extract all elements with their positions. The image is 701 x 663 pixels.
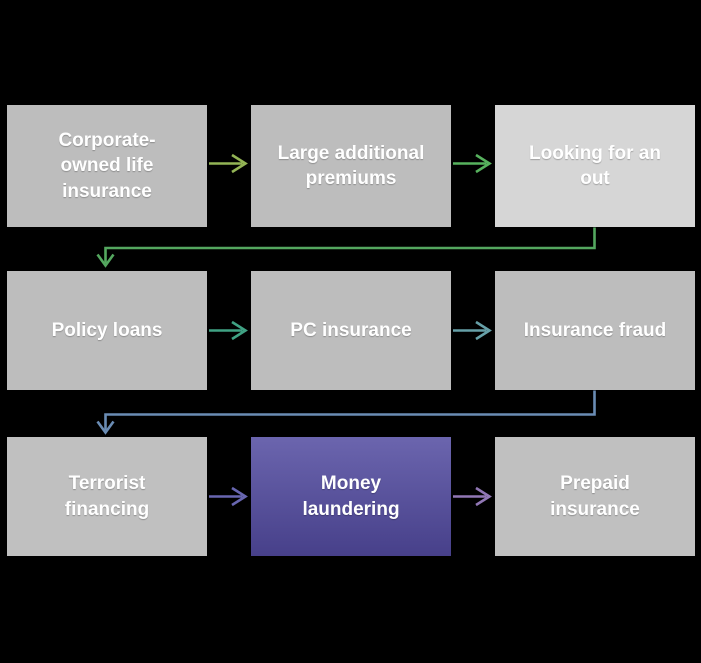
arrow-head [231,153,248,174]
flow-box-terrorist-financing[interactable]: Terrorist financing [7,437,207,556]
flow-box-label: Policy loans [51,319,163,341]
arrow-head [475,486,492,507]
connector-line [104,227,596,263]
connector-line [104,390,596,430]
flow-box-prepaid-insurance[interactable]: Prepaid insurance [495,437,695,556]
flow-box-label: Terrorist financing [64,473,150,520]
flow-box-label: Prepaid insurance [550,473,640,520]
flow-box-pc-insurance[interactable]: PC insurance [251,271,451,390]
arrow-head [96,253,115,268]
flow-box-insurance-fraud[interactable]: Insurance fraud [495,271,695,390]
arrow-premiums-to-looking[interactable] [453,153,492,174]
flow-box-money-laundering[interactable]: Money laundering [251,437,451,556]
elbow-connector-fraud-to-terrorist[interactable] [96,390,596,435]
arrow-head [231,320,248,341]
arrow-terrorist-to-money[interactable] [209,486,248,507]
flow-box-label: Looking for an out [529,142,661,189]
flow-box-label: PC insurance [290,319,412,341]
arrow-head [475,320,492,341]
flow-box-large-additional-premiums[interactable]: Large additional premiums [251,105,451,227]
arrow-head [231,486,248,507]
arrow-pc-to-fraud[interactable] [453,320,492,341]
flow-box-looking-for-an-out[interactable]: Looking for an out [495,105,695,227]
arrow-head [96,420,115,435]
arrow-head [475,153,492,174]
arrow-corporate-to-premiums[interactable] [209,153,248,174]
arrow-policy-to-pc[interactable] [209,320,248,341]
arrow-money-to-prepaid[interactable] [453,486,492,507]
elbow-connector-looking-to-policy[interactable] [96,227,596,268]
flow-box-label: Large additional premiums [277,142,425,189]
flow-box-label: Corporate-owned life insurance [58,130,156,202]
flow-box-corporate-owned-life-insurance[interactable]: Corporate-owned life insurance [7,105,207,227]
flow-box-label: Insurance fraud [523,319,667,341]
flow-box-policy-loans[interactable]: Policy loans [7,271,207,390]
flow-box-label: Money laundering [302,473,400,520]
